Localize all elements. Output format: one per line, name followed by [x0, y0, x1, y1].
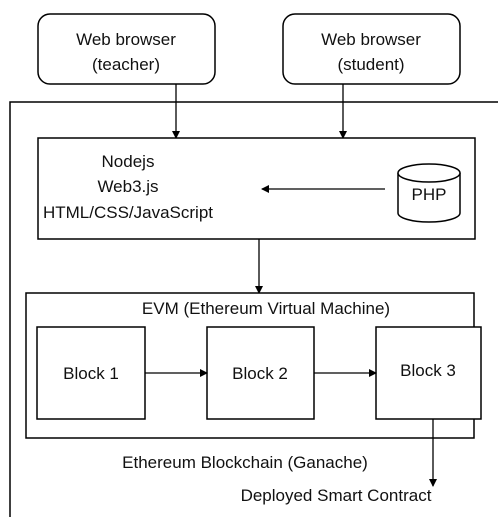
browser-teacher-line1: Web browser [76, 30, 176, 49]
block-2-label: Block 2 [232, 364, 288, 383]
browser-teacher-box: Web browser (teacher) [37, 13, 216, 85]
browser-student-box: Web browser (student) [282, 13, 461, 85]
blockchain-label: Ethereum Blockchain (Ganache) [122, 453, 368, 472]
server-line-nodejs: Nodejs [102, 152, 155, 171]
php-database-icon: PHP [397, 163, 461, 223]
server-line-web3: Web3.js [97, 177, 158, 196]
server-line-html: HTML/CSS/JavaScript [43, 203, 213, 222]
browser-teacher-line2: (teacher) [92, 55, 160, 74]
block-1: Block 1 [36, 326, 146, 420]
block-3: Block 3 [375, 326, 482, 420]
block-2: Block 2 [206, 326, 315, 420]
browser-student-line2: (student) [337, 55, 404, 74]
block-1-label: Block 1 [63, 364, 119, 383]
block-3-label: Block 3 [400, 361, 456, 380]
deployed-contract-label: Deployed Smart Contract [241, 486, 432, 505]
php-label: PHP [412, 185, 447, 204]
browser-student-line1: Web browser [321, 30, 421, 49]
evm-title: EVM (Ethereum Virtual Machine) [142, 299, 390, 318]
system-boundary [9, 101, 498, 517]
